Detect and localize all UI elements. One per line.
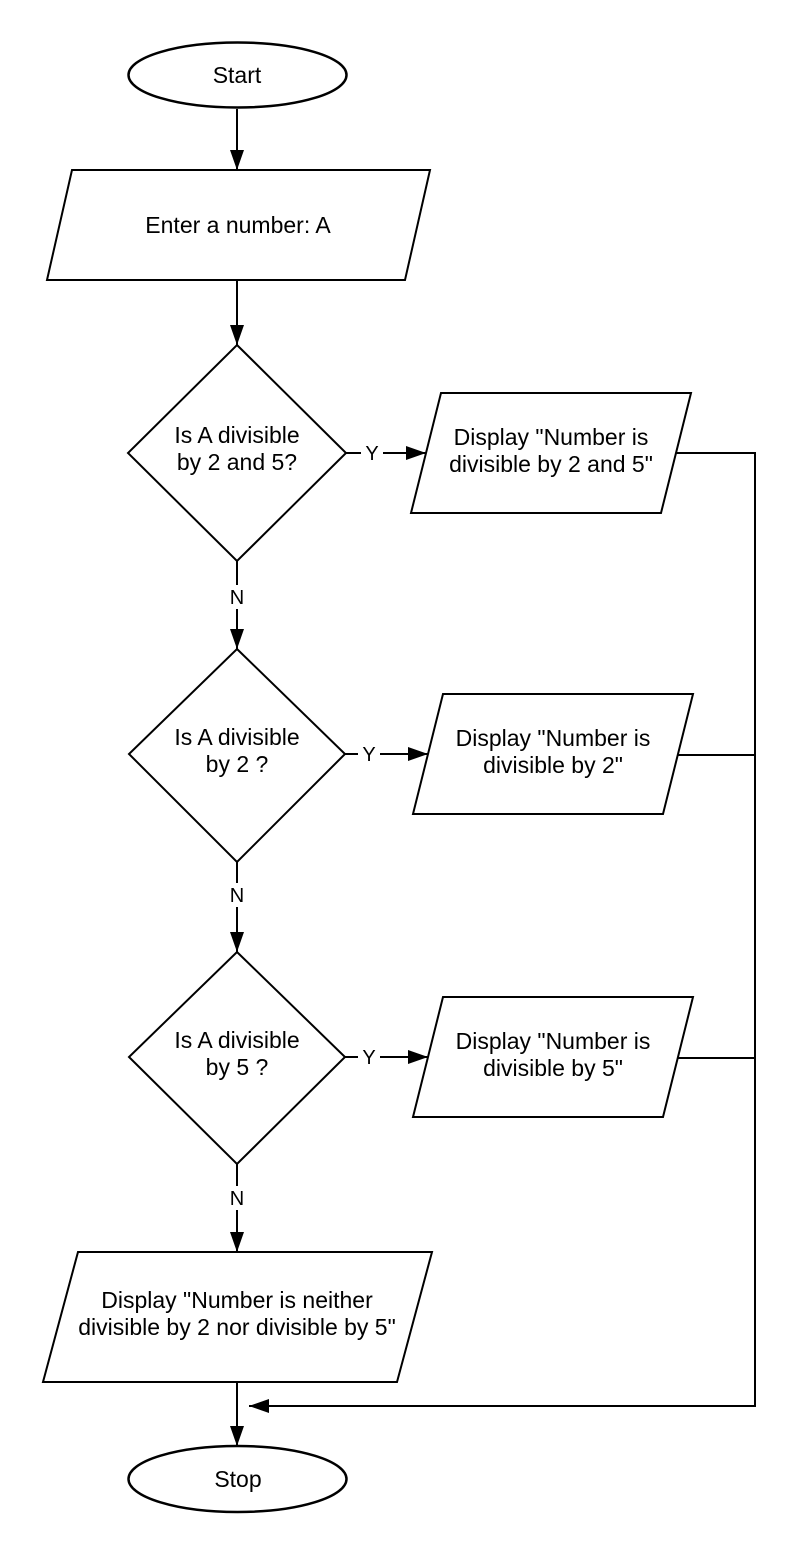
display-neither-label-line2: divisible by 2 nor divisible by 5"	[78, 1314, 396, 1340]
decision-div-2-node	[127, 647, 347, 864]
stop-node	[127, 1444, 348, 1514]
decision1-no-label: N	[230, 587, 244, 609]
decision3-no-label: N	[230, 1188, 244, 1210]
decision-div-2-label-line1: Is A divisible	[174, 724, 299, 750]
display-div-2-and-5-label-line2: divisible by 2 and 5"	[449, 451, 653, 477]
display-div-5-node	[411, 996, 695, 1118]
stop-label: Stop	[214, 1466, 261, 1492]
edge-label-bg	[358, 741, 380, 765]
decision-div-5-node	[127, 950, 347, 1166]
display-div-5-label-line2: divisible by 5"	[483, 1055, 623, 1081]
display-div-5-label-line1: Display "Number is	[456, 1028, 651, 1054]
display-div-2-and-5-node	[409, 392, 693, 514]
decision2-yes-label: Y	[362, 744, 375, 766]
display-div-2-label-line1: Display "Number is	[456, 725, 651, 751]
decision-div-2-and-5-label-line2: by 2 and 5?	[177, 449, 297, 475]
edge-label-bg	[226, 1186, 248, 1210]
decision2-no-label: N	[230, 885, 244, 907]
edge-label-bg	[226, 883, 248, 907]
edge-label-bg	[226, 585, 248, 609]
input-number-node	[45, 169, 432, 281]
display-div-2-and-5-label-line1: Display "Number is	[454, 424, 649, 450]
edge-label-bg	[361, 440, 383, 464]
edge-display1-to-merge	[249, 452, 756, 1413]
edge-label-bg	[358, 1044, 380, 1068]
display-div-2-label-line2: divisible by 2"	[483, 752, 623, 778]
decision3-yes-label: Y	[362, 1047, 375, 1069]
start-label: Start	[213, 62, 262, 88]
decision-div-5-label-line1: Is A divisible	[174, 1027, 299, 1053]
display-div-2-node	[411, 693, 695, 815]
decision-div-5-label-line2: by 5 ?	[206, 1054, 269, 1080]
input-number-label: Enter a number: A	[145, 212, 331, 238]
decision1-yes-label: Y	[365, 443, 378, 465]
display-neither-label-line1: Display "Number is neither	[101, 1287, 373, 1313]
decision-div-2-and-5-label-line1: Is A divisible	[174, 422, 299, 448]
display-neither-node	[41, 1251, 434, 1383]
decision-div-2-label-line2: by 2 ?	[206, 751, 269, 777]
decision-div-2-and-5-node	[126, 343, 348, 563]
start-node	[127, 41, 348, 109]
